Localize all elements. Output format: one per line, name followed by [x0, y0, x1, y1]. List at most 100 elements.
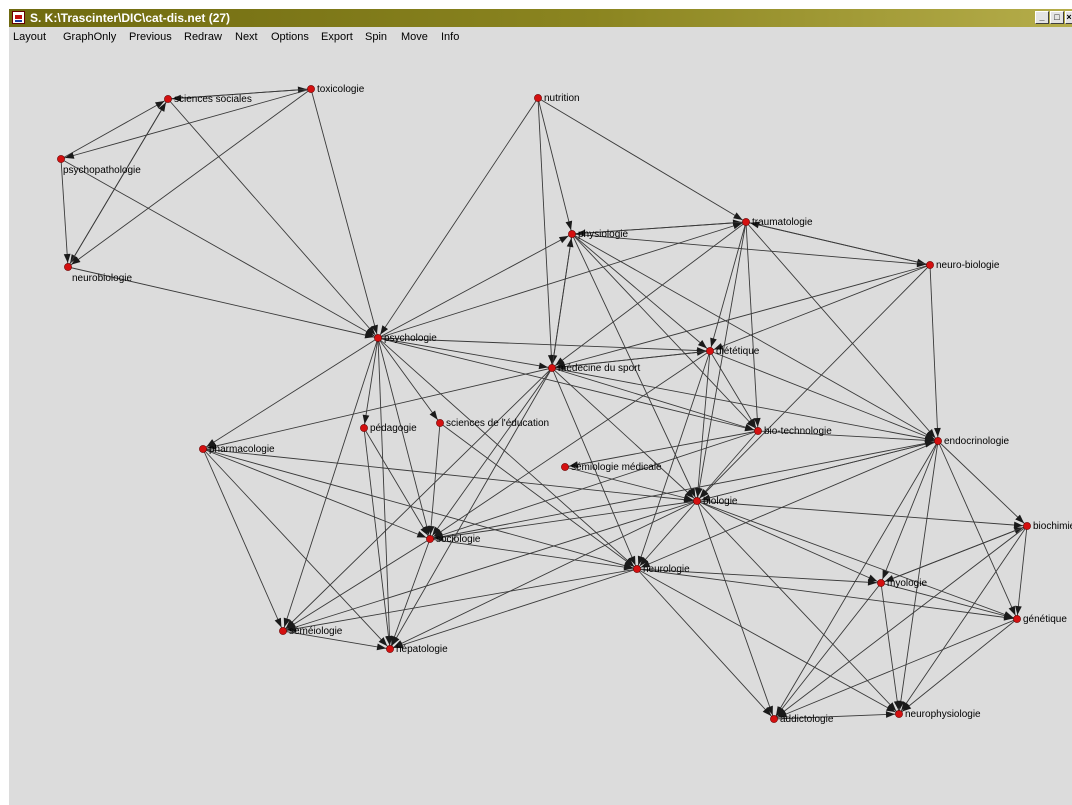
arrowhead-neurologie-to-hepatologie — [393, 641, 404, 649]
node-neurobiologie[interactable] — [64, 263, 72, 271]
node-label-dietetique[interactable]: diététique — [716, 346, 760, 357]
node-label-neurologie[interactable]: neurologie — [643, 564, 690, 575]
node-myologie[interactable] — [877, 579, 885, 587]
network-graph-canvas[interactable]: sciences sociales toxicologie psychopathol… — [9, 9, 1072, 805]
node-psychopathologie[interactable] — [57, 155, 65, 163]
edge-neuro_biologie-to-endocrinologie — [929, 264, 939, 442]
node-label-medecine_du_sport[interactable]: médecine du sport — [558, 363, 640, 374]
edge-biochimie-to-genetique — [1016, 525, 1028, 620]
arrowhead-endocrinologie-to-biochimie — [1015, 514, 1025, 524]
menu-spin[interactable]: Spin — [365, 31, 388, 43]
node-bio_technologie[interactable] — [754, 427, 762, 435]
node-neuro_biologie[interactable] — [926, 261, 934, 269]
node-label-semiologie_medicale[interactable]: sémiologie médicale — [571, 462, 662, 473]
edge-dietetique-to-medecine_du_sport — [551, 350, 711, 369]
node-dietetique[interactable] — [706, 347, 714, 355]
node-traumatologie[interactable] — [742, 218, 750, 226]
node-biochimie[interactable] — [1023, 522, 1031, 530]
node-label-biologie[interactable]: biologie — [703, 496, 738, 507]
node-label-neurobiologie[interactable]: neurobiologie — [72, 273, 132, 284]
node-label-endocrinologie[interactable]: endocrinologie — [944, 436, 1009, 447]
maximize-button[interactable]: □ — [1050, 11, 1064, 24]
node-sciences_education[interactable] — [436, 419, 444, 427]
edge-medecine_du_sport-to-neurologie — [551, 367, 638, 570]
node-label-neurophysiologie[interactable]: neurophysiologie — [905, 709, 981, 720]
edge-endocrinologie-to-neurophysiologie — [898, 440, 939, 715]
menu-graphonly[interactable]: GraphOnly — [63, 31, 117, 43]
node-label-semeiologie[interactable]: séméiologie — [289, 626, 343, 637]
menu-previous[interactable]: Previous — [129, 31, 172, 43]
node-neurophysiologie[interactable] — [895, 710, 903, 718]
title-bar[interactable]: S. K:\Trascinter\DIC\cat-dis.net (27) _ … — [9, 9, 1072, 27]
arrowhead-medecine_du_sport-to-neurologie — [628, 555, 636, 566]
arrowhead-biologie-to-neurophysiologie — [887, 702, 897, 712]
node-sciences_sociales[interactable] — [164, 95, 172, 103]
node-label-psychologie[interactable]: psychologie — [384, 333, 437, 344]
edge-physiologie-to-bio_technologie — [571, 233, 759, 432]
edge-biologie-to-sociologie — [429, 500, 698, 540]
node-label-toxicologie[interactable]: toxicologie — [317, 84, 365, 95]
node-physiologie[interactable] — [568, 230, 576, 238]
node-semiologie_medicale[interactable] — [561, 463, 569, 471]
edge-semiologie_medicale-to-biologie — [564, 466, 698, 502]
node-endocrinologie[interactable] — [934, 437, 942, 445]
node-label-sciences_education[interactable]: sciences de l'éducation — [446, 418, 549, 429]
node-psychologie[interactable] — [374, 334, 382, 342]
arrowhead-sociologie-to-hepatologie — [391, 635, 398, 646]
node-label-traumatologie[interactable]: traumatologie — [752, 217, 813, 228]
node-label-hepatologie[interactable]: hépatologie — [396, 644, 448, 655]
node-label-sociologie[interactable]: sociologie — [436, 534, 481, 545]
edge-genetique-to-neurophysiologie — [898, 618, 1018, 715]
app-icon[interactable] — [12, 11, 25, 24]
menu-layout[interactable]: Layout — [13, 31, 47, 43]
menu-options[interactable]: Options — [271, 31, 309, 43]
arrowhead-pharmacologie-to-semeiologie — [274, 617, 282, 628]
node-label-biochimie[interactable]: biochimie — [1033, 521, 1072, 532]
arrowhead-physiologie-to-dietetique — [697, 339, 707, 349]
minimize-button[interactable]: _ — [1035, 11, 1049, 24]
node-addictologie[interactable] — [770, 715, 778, 723]
node-semeiologie[interactable] — [279, 627, 287, 635]
menu-move[interactable]: Move — [401, 31, 428, 43]
menu-export[interactable]: Export — [321, 31, 353, 43]
node-label-pharmacologie[interactable]: pharmacologie — [209, 444, 275, 455]
edge-psychologie-to-dietetique — [377, 337, 711, 352]
edge-psychopathologie-to-sciences_sociales — [60, 98, 169, 160]
node-label-pedagogie[interactable]: pédagogie — [370, 423, 417, 434]
node-label-genetique[interactable]: génétique — [1023, 614, 1067, 625]
node-label-neuro_biologie[interactable]: neuro-biologie — [936, 260, 1000, 271]
node-label-bio_technologie[interactable]: bio-technologie — [764, 426, 832, 437]
node-neurologie[interactable] — [633, 565, 641, 573]
menu-next[interactable]: Next — [235, 31, 258, 43]
node-label-sciences_sociales[interactable]: sciences sociales — [174, 94, 252, 105]
node-pedagogie[interactable] — [360, 424, 368, 432]
edge-psychologie-to-bio_technologie — [377, 337, 759, 432]
node-sociologie[interactable] — [426, 535, 434, 543]
close-button[interactable]: × — [1065, 11, 1072, 24]
edge-sociologie-to-neurologie — [429, 538, 638, 570]
node-label-psychopathologie[interactable]: psychopathologie — [63, 165, 141, 176]
node-nutrition[interactable] — [534, 94, 542, 102]
edge-psychologie-to-traumatologie — [377, 221, 747, 339]
edge-biologie-to-endocrinologie — [696, 440, 939, 502]
node-label-physiologie[interactable]: physiologie — [578, 229, 628, 240]
edge-traumatologie-to-dietetique — [709, 221, 747, 352]
edge-toxicologie-to-neurobiologie — [67, 88, 312, 268]
node-label-addictologie[interactable]: addictologie — [780, 714, 834, 725]
edge-traumatologie-to-physiologie — [571, 221, 747, 235]
node-medecine_du_sport[interactable] — [548, 364, 556, 372]
node-label-nutrition[interactable]: nutrition — [544, 93, 580, 104]
arrowhead-addictologie-to-neurophysiologie — [885, 711, 896, 718]
arrowhead-genetique-to-addictologie — [777, 710, 788, 718]
edge-endocrinologie-to-biochimie — [937, 440, 1028, 527]
node-hepatologie[interactable] — [386, 645, 394, 653]
node-label-myologie[interactable]: myologie — [887, 578, 927, 589]
node-genetique[interactable] — [1013, 615, 1021, 623]
menu-redraw[interactable]: Redraw — [184, 31, 222, 43]
menu-info[interactable]: Info — [441, 31, 460, 43]
edge-traumatologie-to-endocrinologie — [745, 221, 939, 442]
node-toxicologie[interactable] — [307, 85, 315, 93]
node-biologie[interactable] — [693, 497, 701, 505]
edge-biologie-to-myologie — [696, 500, 882, 584]
node-pharmacologie[interactable] — [199, 445, 207, 453]
